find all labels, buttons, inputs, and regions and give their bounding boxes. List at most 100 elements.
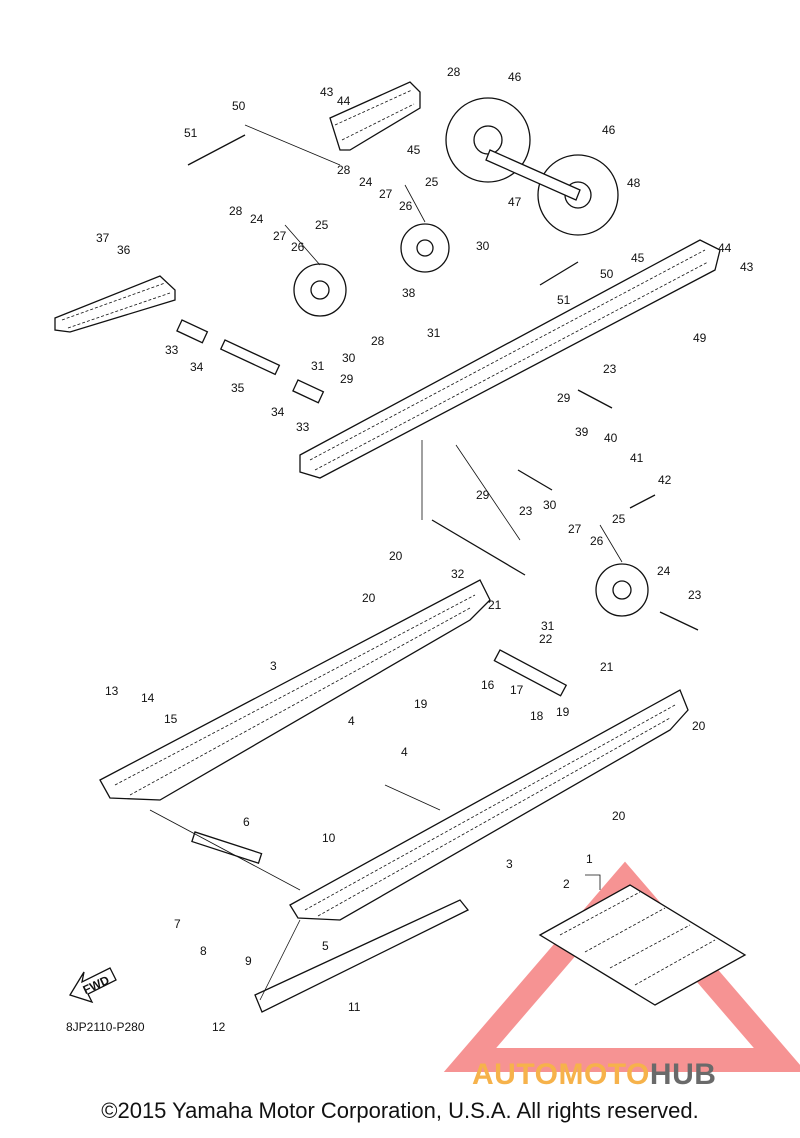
callout-label: 39 (575, 425, 589, 439)
callout-label: 28 (371, 334, 385, 348)
callout-label: 31 (427, 326, 441, 340)
idler-wheel-lower (595, 563, 649, 617)
fwd-arrow-icon: FWD (69, 967, 117, 1004)
callout-label: 17 (510, 683, 524, 697)
callout-label: 34 (190, 360, 204, 374)
slide-rail-right (289, 689, 689, 921)
main-right-rail (299, 239, 721, 479)
callout-label: 44 (718, 241, 732, 255)
callout-label: 20 (362, 591, 376, 605)
callout-label: 9 (245, 954, 252, 968)
callout-label: 16 (481, 678, 495, 692)
callout-label: 19 (414, 697, 428, 711)
callout-label: 19 (556, 705, 570, 719)
copyright-notice: ©2015 Yamaha Motor Corporation, U.S.A. A… (101, 1098, 699, 1123)
callout-label: 40 (604, 431, 618, 445)
callout-label: 50 (600, 267, 614, 281)
callout-label: 26 (399, 199, 413, 213)
callout-label: 35 (231, 381, 245, 395)
callout-label: 3 (270, 659, 277, 673)
callout-label: 12 (212, 1020, 226, 1034)
callout-label: 27 (379, 187, 393, 201)
callout-label: 21 (488, 598, 502, 612)
callout-label: 33 (296, 420, 310, 434)
callout-label: 25 (612, 512, 626, 526)
callout-label: 46 (508, 70, 522, 84)
callout-label: 29 (340, 372, 354, 386)
callout-label: 47 (508, 195, 522, 209)
shaft-47 (485, 149, 581, 201)
callout-label: 31 (311, 359, 325, 373)
callout-label: 18 (530, 709, 544, 723)
callout-label: 20 (612, 809, 626, 823)
callout-label: 30 (476, 239, 490, 253)
callout-label: 1 (586, 852, 593, 866)
callout-label: 51 (184, 126, 198, 140)
fwd-label: FWD (81, 973, 112, 997)
callout-label: 45 (631, 251, 645, 265)
callout-labels: 43 44 28 46 50 51 45 46 48 47 28 24 27 2… (96, 65, 754, 1034)
callout-label: 26 (590, 534, 604, 548)
callout-label: 42 (658, 473, 672, 487)
callout-label: 24 (359, 175, 373, 189)
callout-label: 23 (519, 504, 533, 518)
callout-label: 43 (320, 85, 334, 99)
upper-rail-plate (329, 81, 421, 151)
rear-left-rail (54, 275, 176, 333)
callout-label: 23 (688, 588, 702, 602)
callout-label: 51 (557, 293, 571, 307)
callout-label: 13 (105, 684, 119, 698)
shafts-bolts (176, 134, 699, 864)
callout-label: 45 (407, 143, 421, 157)
track-section (538, 884, 747, 1006)
callout-label: 24 (657, 564, 671, 578)
callout-label: 38 (402, 286, 416, 300)
callout-label: 27 (273, 229, 287, 243)
diagram-code: 8JP2110-P280 (66, 1020, 145, 1034)
callout-label: 4 (401, 745, 408, 759)
callout-label: 7 (174, 917, 181, 931)
callout-label: 11 (348, 1000, 361, 1014)
callout-label: 36 (117, 243, 131, 257)
callout-label: 2 (563, 877, 570, 891)
callout-label: 26 (291, 240, 305, 254)
callout-label: 5 (322, 939, 329, 953)
callout-label: 27 (568, 522, 582, 536)
slider-strip-11 (254, 899, 470, 1013)
idler-wheel-upper-a (400, 223, 450, 273)
callout-label: 37 (96, 231, 110, 245)
callout-label: 30 (342, 351, 356, 365)
callout-label: 48 (627, 176, 641, 190)
callout-label: 43 (740, 260, 754, 274)
callout-label: 8 (200, 944, 207, 958)
callout-label: 3 (506, 857, 513, 871)
callout-label: 25 (425, 175, 439, 189)
callout-label: 15 (164, 712, 178, 726)
callout-label: 28 (229, 204, 243, 218)
callout-label: 23 (603, 362, 617, 376)
callout-label: 4 (348, 714, 355, 728)
callout-label: 33 (165, 343, 179, 357)
callout-label: 21 (600, 660, 614, 674)
callout-label: 25 (315, 218, 329, 232)
callout-label: 28 (447, 65, 461, 79)
callout-label: 28 (337, 163, 351, 177)
callout-label: 20 (692, 719, 706, 733)
callout-label: 49 (693, 331, 707, 345)
callout-label: 44 (337, 94, 351, 108)
callout-label: 30 (543, 498, 557, 512)
callout-label: 6 (243, 815, 250, 829)
callout-label: 34 (271, 405, 285, 419)
callout-label: 20 (389, 549, 403, 563)
callout-label: 29 (557, 391, 571, 405)
slide-rail-left (99, 579, 491, 801)
callout-label: 31 (541, 619, 555, 633)
callout-label: 14 (141, 691, 155, 705)
leader-lines (149, 124, 623, 1001)
callout-label: 41 (630, 451, 644, 465)
callout-label: 50 (232, 99, 246, 113)
callout-label: 24 (250, 212, 264, 226)
idler-wheel-upper-b (293, 263, 347, 317)
callout-label: 29 (476, 488, 490, 502)
